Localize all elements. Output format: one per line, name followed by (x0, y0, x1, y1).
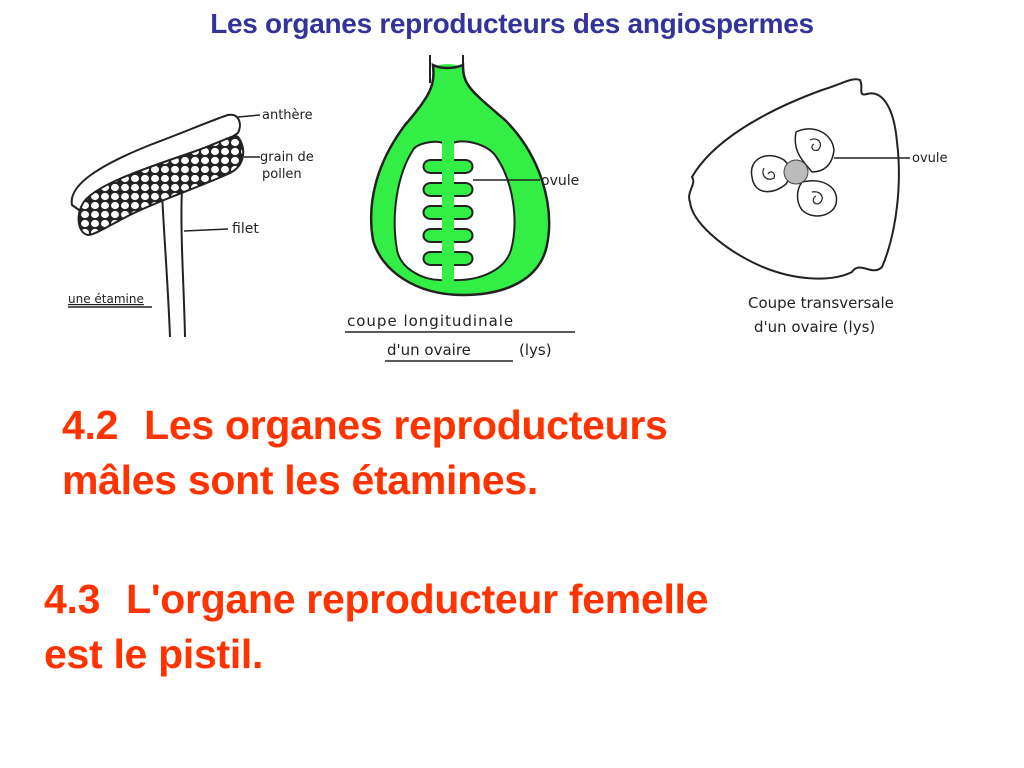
stamen-diagram: anthère grain de pollen filet une étamin… (60, 75, 320, 340)
caption-transverse-line2: d'un ovaire (lys) (754, 318, 875, 336)
caption-transverse-line1: Coupe transversale (748, 294, 894, 312)
point-4-2-line2: mâles sont les étamines. (62, 457, 538, 503)
ovary-transverse-drawing-icon: ovule Coupe transversale d'un ovaire (ly… (688, 78, 948, 336)
point-4-2-line1: 4.2 Les organes reproducteurs (62, 398, 668, 453)
label-pollen-line1: grain de (260, 150, 314, 165)
point-4-2: 4.2 Les organes reproducteurs mâles sont … (62, 398, 668, 508)
point-4-2-text: Les organes reproducteurs (144, 402, 668, 448)
longitudinal-section-diagram: ovule coupe longitudinale d'un ovaire (l… (335, 55, 595, 370)
point-4-3-line2: est le pistil. (44, 631, 264, 677)
slide-title: Les organes reproducteurs des angiosperm… (210, 8, 814, 39)
point-4-3-number: 4.3 (44, 576, 101, 622)
ovary-longitudinal-drawing-icon: ovule coupe longitudinale d'un ovaire (l… (345, 55, 579, 362)
label-ovule-longitudinal: ovule (541, 173, 579, 189)
label-pollen-line2: pollen (262, 167, 302, 182)
point-4-3-line1: 4.3 L'organe reproducteur femelle (44, 572, 708, 627)
point-4-3: 4.3 L'organe reproducteur femelle est le … (44, 572, 708, 682)
caption-longitudinal-line1: coupe longitudinale (347, 312, 514, 330)
label-ovule-transverse: ovule (912, 151, 948, 166)
label-anther: anthère (262, 108, 313, 123)
caption-longitudinal-suffix: (lys) (519, 341, 552, 359)
point-4-3-text: L'organe reproducteur femelle (126, 576, 709, 622)
transverse-section-diagram: ovule Coupe transversale d'un ovaire (ly… (672, 72, 972, 352)
point-4-2-number: 4.2 (62, 402, 119, 448)
caption-longitudinal-line2: d'un ovaire (387, 341, 471, 359)
stamen-drawing-icon: anthère grain de pollen filet une étamin… (68, 108, 314, 338)
caption-stamen: une étamine (68, 292, 144, 306)
label-filament: filet (232, 221, 259, 237)
